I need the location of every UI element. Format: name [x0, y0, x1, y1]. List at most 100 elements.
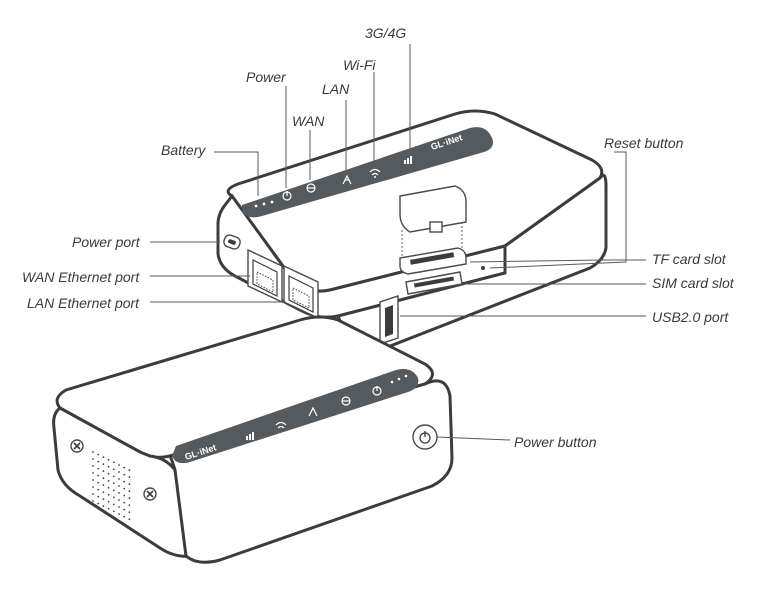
vent-hole — [128, 511, 131, 514]
label-battery: Battery — [161, 142, 206, 158]
vent-hole — [123, 501, 126, 504]
vent-hole — [118, 478, 120, 480]
tf-card-slot — [399, 247, 467, 275]
label-sim-card-slot: SIM card slot — [652, 275, 735, 291]
battery-dots-icon — [254, 204, 258, 208]
vent-hole — [118, 471, 120, 473]
vent-hole — [92, 472, 94, 474]
vent-hole — [92, 451, 94, 453]
battery-dot — [270, 200, 274, 204]
vent-hole — [107, 472, 110, 475]
screw-icon — [70, 439, 84, 453]
vent-hole — [102, 463, 105, 466]
vent-hole — [97, 502, 100, 505]
label-power: Power — [246, 69, 287, 85]
vent-hole — [92, 500, 94, 502]
label-lan: LAN — [322, 81, 350, 97]
wan-ethernet-port[interactable] — [247, 248, 283, 304]
vent-hole — [118, 485, 120, 487]
callout-labels: 3G/4G Wi-Fi Power LAN WAN Battery Reset … — [22, 25, 735, 450]
signal-icon — [404, 156, 412, 164]
wifi-icon — [275, 421, 287, 429]
vent-hole — [128, 483, 131, 486]
leader-lines — [150, 44, 646, 441]
vent-hole — [97, 495, 100, 498]
power-button[interactable] — [412, 424, 438, 450]
vent-hole — [107, 479, 110, 482]
vent-hole — [118, 506, 120, 508]
sim-tf-cover — [399, 185, 467, 258]
label-usb-port: USB2.0 port — [652, 309, 729, 325]
battery-dots-icon — [390, 380, 394, 384]
label-wan: WAN — [292, 113, 325, 129]
sim-card-slot — [405, 271, 463, 295]
vent-hole — [112, 496, 115, 499]
vent-hole — [107, 486, 110, 489]
vent-hole — [92, 465, 94, 467]
vent-hole — [128, 497, 131, 500]
vent-hole — [128, 504, 131, 507]
vent-hole — [123, 487, 126, 490]
vent-grid — [92, 451, 131, 521]
label-reset-button: Reset button — [604, 135, 684, 151]
vent-hole — [112, 482, 115, 485]
front-device: GL·iNet — [52, 315, 454, 564]
vent-hole — [107, 465, 110, 468]
vent-hole — [128, 476, 131, 479]
cover-tab — [429, 221, 443, 233]
front-led-panel: GL·iNet — [172, 369, 419, 464]
reset-button[interactable] — [481, 266, 485, 270]
vent-hole — [97, 474, 100, 477]
vent-hole — [123, 466, 126, 469]
vent-hole — [107, 493, 110, 496]
vent-hole — [123, 480, 126, 483]
label-wifi: Wi-Fi — [343, 57, 376, 73]
vent-hole — [112, 489, 115, 492]
power-port[interactable] — [222, 234, 241, 251]
vent-hole — [97, 488, 100, 491]
power-icon — [372, 386, 382, 396]
vent-hole — [123, 473, 126, 476]
vent-hole — [112, 475, 115, 478]
vent-hole — [107, 500, 110, 503]
vent-hole — [107, 507, 110, 510]
vent-hole — [112, 468, 115, 471]
vent-hole — [123, 515, 126, 518]
vent-hole — [102, 491, 105, 494]
vent-hole — [102, 477, 105, 480]
vent-hole — [118, 513, 120, 515]
vent-hole — [102, 484, 105, 487]
vent-hole — [102, 498, 105, 501]
wifi-icon — [369, 168, 381, 178]
vent-hole — [97, 467, 100, 470]
label-lan-ethernet-port: LAN Ethernet port — [27, 295, 140, 311]
vent-hole — [102, 470, 105, 473]
vent-hole — [112, 510, 115, 513]
usb-port[interactable] — [379, 295, 399, 345]
label-power-port: Power port — [72, 234, 141, 250]
vent-hole — [128, 490, 131, 493]
vent-hole — [123, 508, 126, 511]
signal-icon — [246, 432, 254, 440]
vent-hole — [102, 505, 105, 508]
globe-icon — [306, 183, 316, 193]
vent-hole — [118, 464, 120, 466]
rear-device: GL·iNet — [216, 109, 608, 355]
label-wan-ethernet-port: WAN Ethernet port — [22, 269, 140, 285]
label-3g4g: 3G/4G — [365, 25, 406, 41]
vent-hole — [92, 493, 94, 495]
vent-hole — [92, 479, 94, 481]
vent-hole — [92, 486, 94, 488]
vent-hole — [118, 499, 120, 501]
front-device-front-face — [52, 406, 194, 558]
label-tf-card-slot: TF card slot — [652, 251, 727, 267]
power-icon — [282, 191, 292, 201]
screw-icon — [143, 487, 157, 501]
vent-hole — [112, 503, 115, 506]
vent-hole — [123, 494, 126, 497]
battery-dot — [262, 202, 266, 206]
vent-hole — [128, 518, 131, 521]
lan-icon — [308, 406, 318, 417]
vent-hole — [97, 453, 100, 456]
